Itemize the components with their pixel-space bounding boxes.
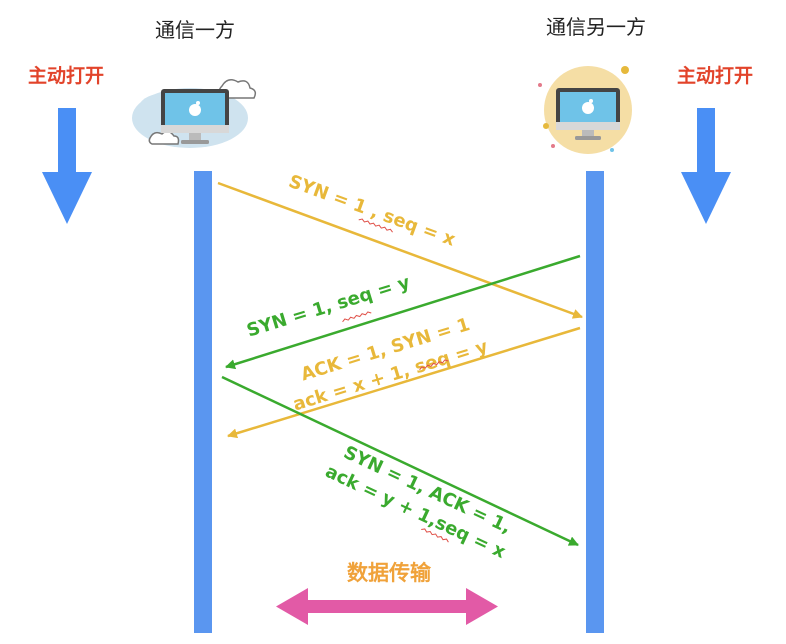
message-syn-arrow [217,181,583,319]
data-transfer-double-arrow [276,588,498,625]
spellcheck-underline-icon [358,218,393,233]
imac-circle-icon [538,66,632,154]
right-active-open-label: 主动打开 [677,64,753,87]
spellcheck-underline-icon [342,311,372,323]
message-ack-arrow [221,375,579,547]
spellcheck-underline-icon [419,359,449,371]
left-party-title: 通信一方 [155,18,235,42]
data-transfer-label: 数据传输 [347,561,432,585]
right-timeline [586,171,604,633]
right-party-title: 通信另一方 [546,15,646,39]
spellcheck-underline-icon [421,528,449,543]
message-syn-reply-label: SYN = 1, seq = y [244,272,412,342]
left-timeline [194,171,212,633]
imac-cloud-icon [132,79,257,148]
message-syn-ack-arrow [227,326,581,439]
left-active-open-label: 主动打开 [28,64,104,87]
message-syn-reply-arrow [225,254,581,370]
right-down-arrow-icon [681,108,731,224]
left-down-arrow-icon [42,108,92,224]
